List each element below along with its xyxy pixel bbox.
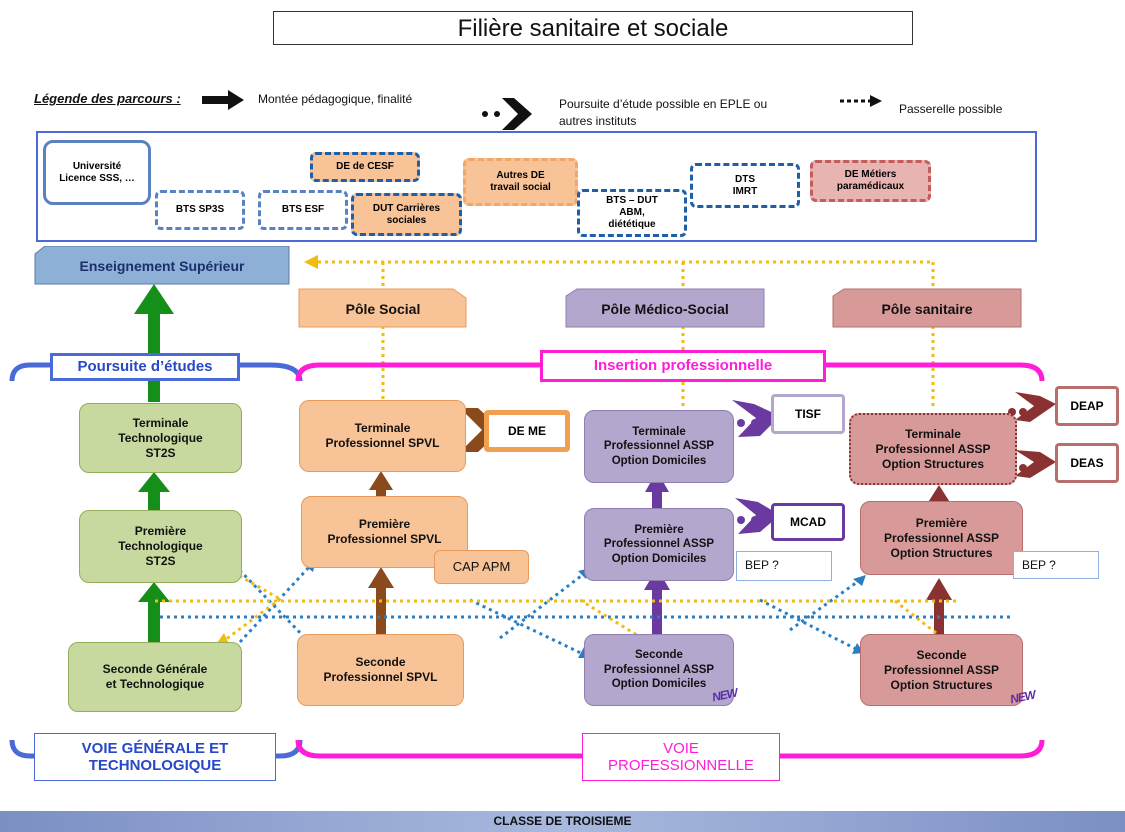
- legend-text-passerelle: Passerelle possible: [899, 102, 1003, 116]
- de-cesf-box: DE de CESF: [310, 152, 420, 182]
- page-title: Filière sanitaire et sociale: [273, 11, 913, 45]
- legend-label: Légende des parcours :: [34, 91, 181, 106]
- red-arrow-prem-term: [927, 485, 951, 504]
- brown-arrow-prem-term: [369, 471, 393, 490]
- enseignement-superieur-label: Enseignement Supérieur: [79, 258, 245, 274]
- bep-structures-box: BEP ?: [1013, 551, 1099, 579]
- red-arrow-sec-prem: [926, 578, 952, 600]
- chevron-structures-deas: [1015, 450, 1056, 478]
- poursuite-etudes-label: Poursuite d’études: [50, 353, 240, 381]
- green-arrow-to-superieur: [134, 284, 174, 314]
- bracket-pro-bottom-left: [295, 739, 582, 759]
- green-arrow-sec-prem: [138, 582, 170, 602]
- enseignement-superieur-banner: [34, 246, 290, 285]
- enseignement-superieur-frame: [36, 131, 1037, 242]
- green-arrow-prem-term: [138, 472, 170, 492]
- legend-text-montee: Montée pédagogique, finalité: [258, 92, 413, 106]
- chevron-structures-deap: [1015, 392, 1056, 422]
- pole-medico-shape: [565, 288, 765, 328]
- bts-esf-box: BTS ESF: [258, 190, 348, 230]
- bracket-gt-top-left: [9, 362, 50, 382]
- de-me-box: DE ME: [484, 410, 570, 452]
- pole-medico-social-label: Pôle Médico-Social: [601, 301, 729, 317]
- mcad-box: MCAD: [771, 503, 845, 541]
- pole-sanitaire-label: Pôle sanitaire: [881, 301, 973, 317]
- legend-dotted-arrow-icon: [840, 95, 882, 107]
- bracket-pro-top-right: [826, 362, 1045, 382]
- pole-social-shape: [298, 288, 467, 328]
- bep-domiciles-box: BEP ?: [736, 551, 832, 581]
- cap-apm-box: CAP APM: [434, 550, 529, 584]
- passerelle-top-arrowhead: [304, 255, 318, 269]
- legend-text-poursuite-2: autres instituts: [559, 114, 637, 128]
- classe-de-troisieme-banner: CLASSE DE TROISIEME: [0, 811, 1125, 832]
- tisf-box: TISF: [771, 394, 845, 434]
- legend-solid-arrow-icon: [202, 90, 244, 110]
- pole-sanitaire-shape: [832, 288, 1022, 328]
- brown-arrow-sec-prem: [368, 567, 394, 588]
- deas-box: DEAS: [1055, 443, 1119, 483]
- pole-social-label: Pôle Social: [345, 301, 421, 317]
- bracket-pro-top-left: [295, 362, 540, 382]
- legend-text-poursuite-1: Poursuite d’étude possible en EPLE ou: [559, 97, 768, 111]
- deap-box: DEAP: [1055, 386, 1119, 426]
- chevron-domiciles-mcad: [735, 498, 780, 534]
- bts-sp3s-box: BTS SP3S: [155, 190, 245, 230]
- bracket-gt-bottom-left: [9, 739, 34, 759]
- bracket-gt-top-right: [240, 362, 303, 382]
- bracket-pro-bottom-right: [780, 739, 1045, 759]
- legend-dotted-chevron-icon: [482, 98, 532, 130]
- insertion-professionnelle-label: Insertion professionnelle: [540, 350, 826, 382]
- chevron-domiciles-tisf: [732, 400, 780, 437]
